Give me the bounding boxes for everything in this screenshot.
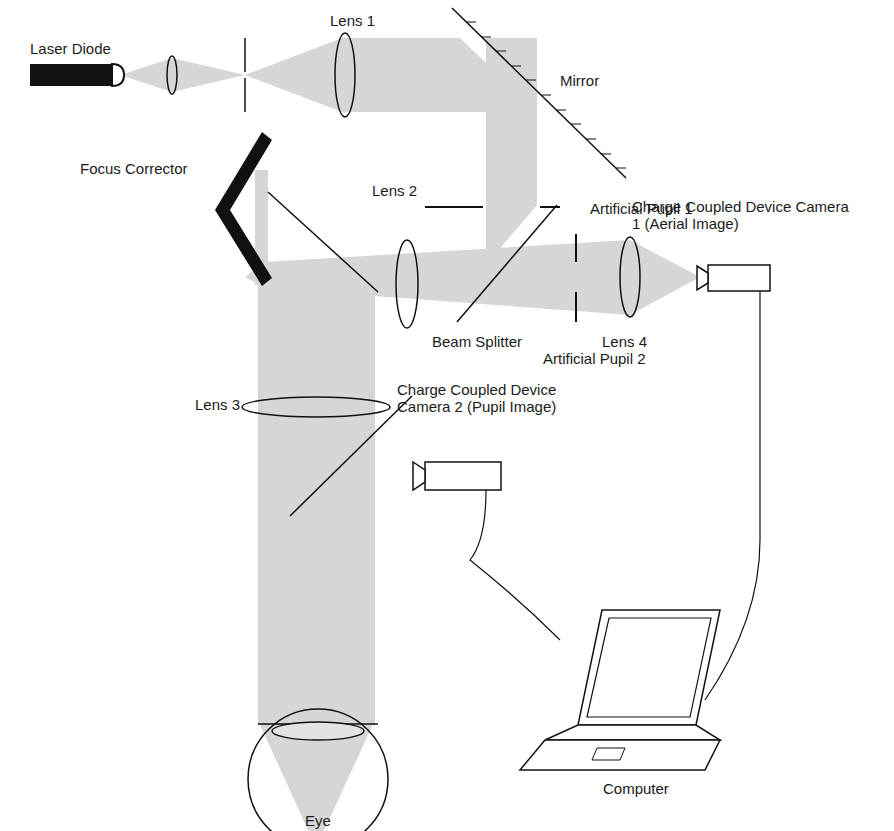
part-label: Laser Diode xyxy=(30,40,150,57)
part-label: Eye xyxy=(305,812,355,829)
part-label: Lens 2 xyxy=(372,182,442,199)
part-label: Lens 3 xyxy=(195,396,240,413)
part-label: Lens 1 xyxy=(330,12,410,29)
part-label: Beam Splitter xyxy=(432,333,552,350)
part-label: Artificial Pupil 2 xyxy=(543,350,703,367)
part-label: Charge Coupled Device Camera 2 (Pupil Im… xyxy=(397,381,597,415)
part-label: Focus Corrector xyxy=(80,160,210,177)
part-label: Mirror xyxy=(560,72,640,89)
part-label: Lens 4 xyxy=(602,333,672,350)
part-label: Computer xyxy=(603,780,703,797)
part-label: Charge Coupled Device Camera 1 (Aerial I… xyxy=(632,198,852,232)
